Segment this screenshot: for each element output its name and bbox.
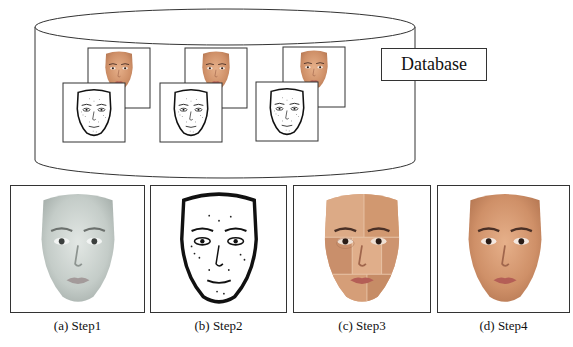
panel-caption: (d) Step4 [437,318,570,334]
panel-frame [293,185,431,313]
panel-caption: (a) Step1 [10,318,145,334]
panel-frame [150,185,287,313]
panel-frame [437,185,570,313]
box-label: Database [401,54,467,75]
panel-caption: (c) Step3 [293,318,431,334]
database-sketch [63,83,125,142]
final-face [469,194,542,302]
panel-frame [10,185,145,313]
step-panel: (b) Step2 [150,185,287,334]
panel-caption: (b) Step2 [150,318,287,334]
database-sketch [256,82,318,141]
label-box: Database [381,48,487,81]
grey-face-model [42,194,115,302]
patched-face [313,190,411,308]
step-panel: (d) Step4 [437,185,570,334]
database-cylinder [35,9,415,178]
database-sketch [160,83,222,142]
face-sketch [182,194,256,302]
step-panel: (a) Step1 [10,185,145,334]
step-panel: (c) Step3 [293,185,431,334]
